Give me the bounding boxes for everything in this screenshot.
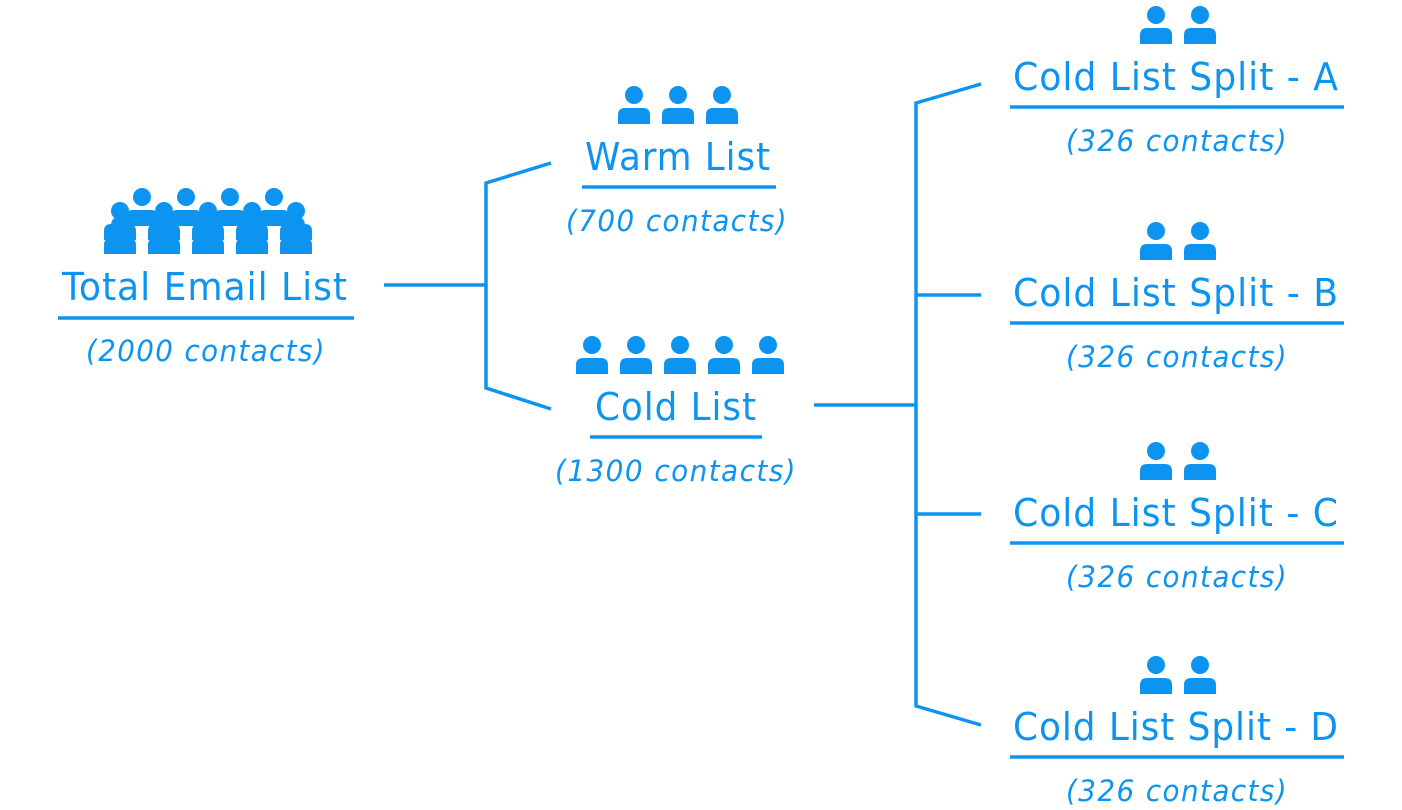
- people-icon-group: [1140, 656, 1216, 694]
- people-icon-group: [104, 188, 312, 254]
- node-title: Cold List Split - A: [1013, 55, 1339, 99]
- bracket-splits: [914, 82, 982, 727]
- node-cold-list-split-d: Cold List Split - D (326 contacts): [1010, 656, 1344, 808]
- node-cold-list-split-b: Cold List Split - B (326 contacts): [1010, 222, 1344, 374]
- person-icon: [620, 336, 652, 374]
- node-title: Cold List Split - D: [1013, 705, 1339, 749]
- node-title: Total Email List: [61, 265, 348, 309]
- bracket-warm-cold: [484, 161, 552, 411]
- person-icon: [618, 86, 650, 124]
- person-icon: [1184, 656, 1216, 694]
- person-icon: [126, 188, 158, 226]
- node-count: (326 contacts): [1066, 124, 1288, 158]
- node-count: (700 contacts): [566, 204, 788, 238]
- node-cold-list-split-a: Cold List Split - A (326 contacts): [1010, 6, 1344, 158]
- person-icon: [1184, 222, 1216, 260]
- node-count: (326 contacts): [1066, 560, 1288, 594]
- connectors: [384, 82, 982, 727]
- people-icon-group: [576, 336, 784, 374]
- person-icon: [1184, 442, 1216, 480]
- person-icon: [1184, 6, 1216, 44]
- people-icon-group: [1140, 6, 1216, 44]
- node-title: Cold List Split - C: [1013, 491, 1339, 535]
- people-icon-group: [1140, 222, 1216, 260]
- node-cold-list: Cold List (1300 contacts): [555, 336, 797, 488]
- person-icon: [258, 188, 290, 226]
- node-count: (2000 contacts): [86, 334, 326, 368]
- people-icon-group: [618, 86, 738, 124]
- node-warm-list: Warm List (700 contacts): [566, 86, 788, 238]
- person-icon: [1140, 222, 1172, 260]
- node-count: (1300 contacts): [555, 454, 797, 488]
- person-icon: [708, 336, 740, 374]
- node-count: (326 contacts): [1066, 340, 1288, 374]
- people-icon-group: [1140, 442, 1216, 480]
- node-title: Cold List: [595, 385, 757, 429]
- person-icon: [1140, 442, 1172, 480]
- node-title: Cold List Split - B: [1013, 271, 1339, 315]
- node-title: Warm List: [585, 135, 771, 179]
- node-cold-list-split-c: Cold List Split - C (326 contacts): [1010, 442, 1344, 594]
- node-count: (326 contacts): [1066, 774, 1288, 808]
- person-icon: [664, 336, 696, 374]
- person-icon: [576, 336, 608, 374]
- person-icon: [170, 188, 202, 226]
- person-icon: [214, 188, 246, 226]
- person-icon: [1140, 6, 1172, 44]
- person-icon: [662, 86, 694, 124]
- node-total-email-list: Total Email List (2000 contacts): [58, 188, 354, 368]
- person-icon: [752, 336, 784, 374]
- person-icon: [1140, 656, 1172, 694]
- person-icon: [706, 86, 738, 124]
